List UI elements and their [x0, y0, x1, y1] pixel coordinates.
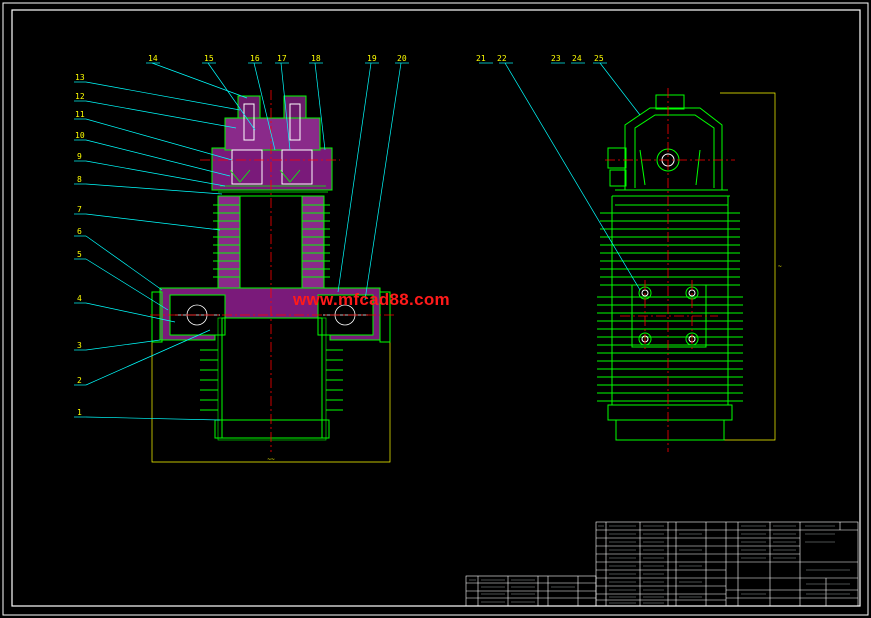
label-17: 17: [277, 54, 287, 63]
label-11: 11: [75, 110, 85, 119]
label-7: 7: [77, 205, 82, 214]
label-25: 25: [594, 54, 604, 63]
width-dimension: [151, 340, 391, 463]
label-22: 22: [497, 54, 507, 63]
exterior-view: ~: [476, 54, 782, 452]
label-18: 18: [311, 54, 321, 63]
valve-cover: [224, 117, 321, 151]
label-16: 16: [250, 54, 260, 63]
label-23: 23: [551, 54, 561, 63]
label-10: 10: [75, 131, 85, 140]
label-20: 20: [397, 54, 407, 63]
label-19: 19: [367, 54, 377, 63]
height-dimension-text: ~: [778, 263, 782, 270]
label-2: 2: [77, 376, 82, 385]
label-14: 14: [148, 54, 158, 63]
label-4: 4: [77, 294, 82, 303]
label-9: 9: [77, 152, 82, 161]
label-24: 24: [572, 54, 582, 63]
label-13: 13: [75, 73, 85, 82]
label-6: 6: [77, 227, 82, 236]
inner-border: [11, 9, 861, 607]
label-21: 21: [476, 54, 486, 63]
valve-cap-right: [283, 95, 307, 119]
width-dimension-text: ~~: [267, 456, 275, 463]
label-12: 12: [75, 92, 85, 101]
end-cap-right: [379, 291, 391, 343]
cylinder-wall-right: [301, 195, 325, 289]
height-dimension: [720, 92, 776, 441]
label-1: 1: [77, 408, 82, 417]
label-15: 15: [204, 54, 214, 63]
section-view: ~~: [74, 54, 409, 463]
cylinder-head: [211, 147, 333, 191]
valve-cap-left: [237, 95, 261, 119]
label-3: 3: [77, 341, 82, 350]
label-8: 8: [77, 175, 82, 184]
cylinder-wall-left: [217, 195, 241, 289]
parts-list-table: [465, 521, 859, 607]
watermark-text: www.mfcad88.com: [293, 290, 450, 309]
label-5: 5: [77, 250, 82, 259]
